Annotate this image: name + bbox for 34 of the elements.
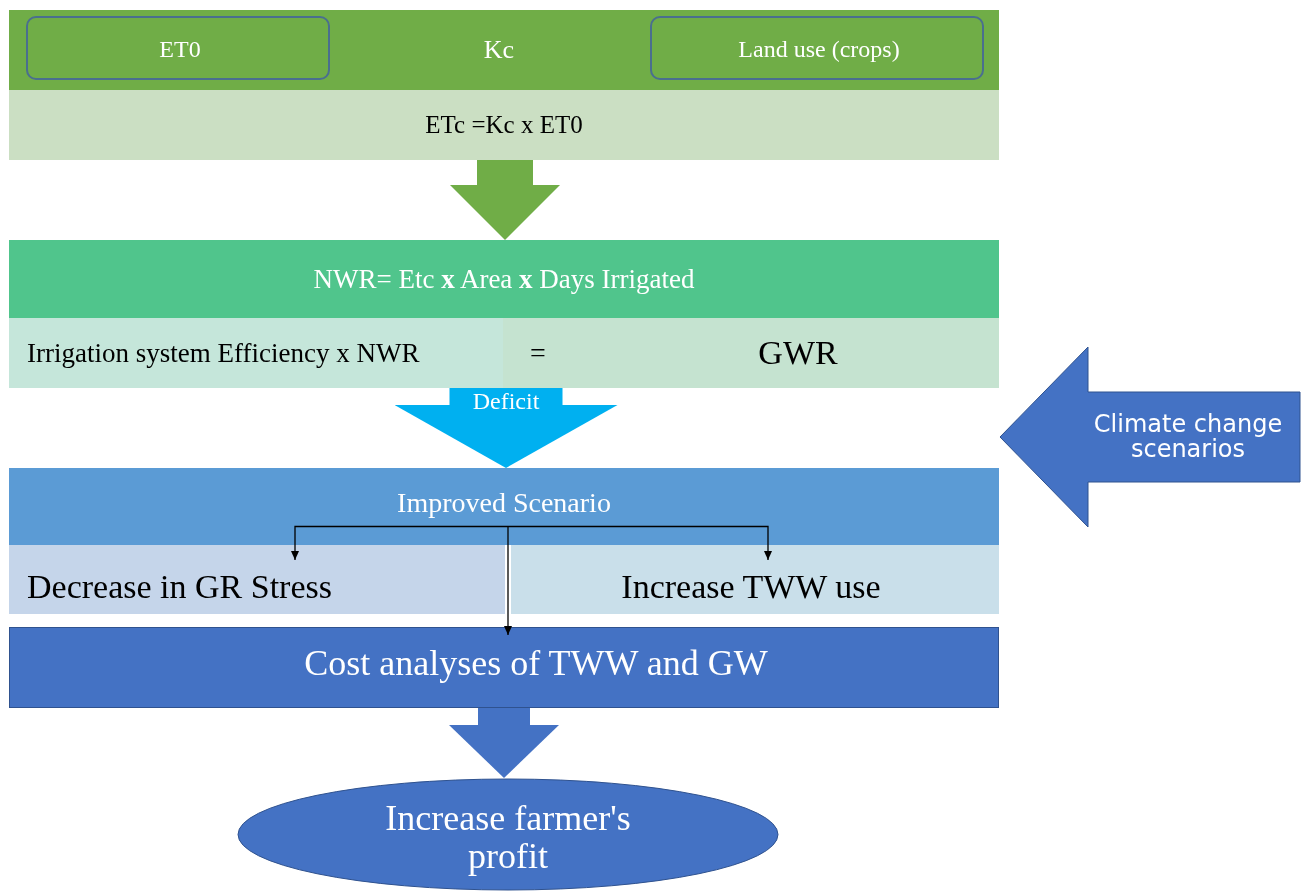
node-text: Increase TWW use (620, 566, 882, 607)
node-text: Decrease in GR Stress (27, 566, 333, 607)
node-text: Cost analyses of TWW and GW (303, 642, 769, 686)
formula-band (9, 240, 999, 318)
arrow (504, 525, 512, 636)
node-text: = (529, 336, 547, 371)
result-cell (503, 318, 999, 388)
input-box (26, 16, 330, 80)
formula-cell (9, 318, 503, 388)
node-text: Land use (crops) (737, 35, 901, 65)
arrow (507, 525, 772, 561)
node-text: Kc (482, 34, 516, 67)
formula-band (9, 90, 999, 160)
header-band (9, 10, 999, 90)
node-text: GWR (757, 333, 839, 374)
block-arrow (450, 160, 560, 240)
node-text: Irrigation system Efficiency x NWR (27, 336, 421, 370)
scenario-band (9, 468, 999, 545)
node-text: Increase farmer's profit (384, 797, 632, 878)
arrow (291, 525, 509, 561)
node-text: ET0 (158, 35, 202, 65)
block-arrow (449, 708, 559, 778)
outcome-cell (511, 545, 999, 614)
edge-label: Deficit (471, 388, 541, 415)
input-box (650, 16, 984, 80)
node-text: NWR= Etc x Area x Days Irrigated (312, 262, 696, 296)
goal-ellipse (237, 778, 779, 891)
node-text: Improved Scenario (396, 486, 612, 521)
analysis-band (9, 627, 999, 708)
node-text: Climate change scenarios (1092, 408, 1284, 465)
outcome-cell (9, 545, 505, 614)
block-arrow (394, 388, 618, 468)
climate-arrow (998, 345, 1302, 529)
node-text: ETc =Kc x ET0 (424, 109, 584, 140)
